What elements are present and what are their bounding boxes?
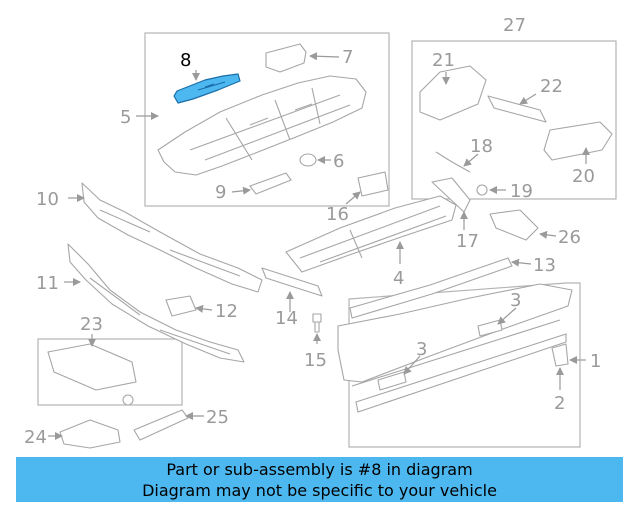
part-3-patch-a <box>377 371 407 391</box>
part-23-clip <box>122 394 134 406</box>
part-7-bracket <box>265 43 307 73</box>
callout-23: 23 <box>80 314 103 335</box>
part-8-highlight[interactable] <box>173 73 241 104</box>
part-15-bolt <box>312 313 322 333</box>
group-box-23 <box>37 338 183 406</box>
part-24-cover <box>59 419 121 449</box>
part-23-cover <box>47 343 137 391</box>
group-box-27 <box>411 40 617 200</box>
callout-18: 18 <box>470 136 493 157</box>
part-1-rocker-panel <box>337 283 573 383</box>
callout-15: 15 <box>304 350 327 371</box>
part-20-bracket <box>543 121 613 161</box>
callout-24: 24 <box>24 427 47 448</box>
callout-5: 5 <box>120 107 131 128</box>
callout-21: 21 <box>432 50 455 71</box>
part-10-side-member <box>81 182 263 293</box>
part-12-bracket <box>165 295 197 317</box>
part-6-plug <box>299 153 317 167</box>
part-9-bracket <box>249 172 292 195</box>
part-22-panel <box>487 95 547 123</box>
callout-9: 9 <box>215 182 226 203</box>
callout-3a: 3 <box>416 339 427 360</box>
callout-25: 25 <box>206 407 229 428</box>
part-4-rear-floor <box>285 195 457 273</box>
banner-line-1: Part or sub-assembly is #8 in diagram <box>166 460 473 479</box>
callout-16: 16 <box>326 204 349 225</box>
callout-10: 10 <box>36 189 59 210</box>
callout-8: 8 <box>180 50 191 71</box>
callout-6: 6 <box>333 151 344 172</box>
part-21-bracket <box>419 65 487 121</box>
callout-19: 19 <box>510 181 533 202</box>
callout-12: 12 <box>215 301 238 322</box>
callout-2: 2 <box>554 393 565 414</box>
callout-20: 20 <box>572 166 595 187</box>
part-3-patch-b <box>477 319 503 337</box>
callout-7: 7 <box>342 47 353 68</box>
part-16-bracket <box>357 171 389 197</box>
group-box-5 <box>144 32 390 207</box>
callout-13: 13 <box>533 255 556 276</box>
part-14-bracket <box>261 267 323 297</box>
part-25-bracket <box>133 409 189 441</box>
callout-1: 1 <box>590 351 601 372</box>
part-11-side-member <box>67 243 245 363</box>
callout-14: 14 <box>275 308 298 329</box>
callout-4: 4 <box>393 268 404 289</box>
banner-line-2: Diagram may not be specific to your vehi… <box>142 481 497 500</box>
callout-26: 26 <box>558 227 581 248</box>
notice-banner: Part or sub-assembly is #8 in diagram Di… <box>16 457 623 502</box>
part-26-bracket <box>489 209 539 241</box>
part-5-floor-pan <box>157 75 367 176</box>
callout-27: 27 <box>503 15 526 36</box>
part-2-bracket <box>551 343 569 367</box>
part-19-grommet <box>476 184 488 196</box>
callout-11: 11 <box>36 273 59 294</box>
callout-17: 17 <box>456 231 479 252</box>
callout-3b: 3 <box>510 290 521 311</box>
part-18-harness <box>435 151 471 173</box>
callout-22: 22 <box>540 76 563 97</box>
part-17-bracket <box>431 177 471 213</box>
